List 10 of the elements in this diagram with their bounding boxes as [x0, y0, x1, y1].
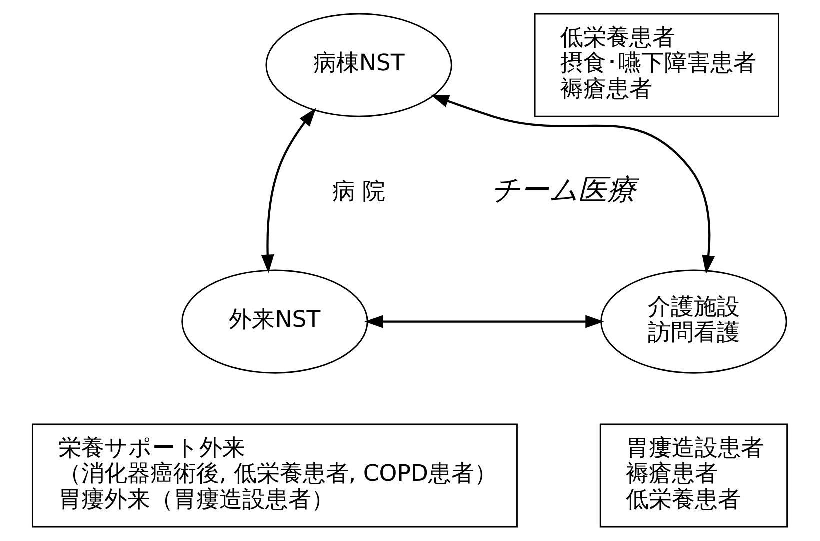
node-ellipse: 介護施設 訪問看護 — [600, 270, 788, 374]
arrow — [261, 108, 316, 274]
node-ellipse: 外来NST — [182, 270, 368, 374]
node-box: 低栄養患者 摂食･嚥下障害患者 褥瘡患者 — [534, 13, 780, 118]
node-box: 胃瘻造設患者 褥瘡患者 低栄養患者 — [600, 424, 788, 528]
arrow — [364, 315, 604, 328]
node-box: 栄養サポート外来 （消化器癌術後, 低栄養患者, COPD患者） 胃瘻外来（胃瘻造設患者） — [32, 424, 518, 528]
label: チーム医療 — [492, 173, 637, 206]
label: 病 院 — [332, 178, 386, 205]
arrow — [430, 94, 716, 274]
